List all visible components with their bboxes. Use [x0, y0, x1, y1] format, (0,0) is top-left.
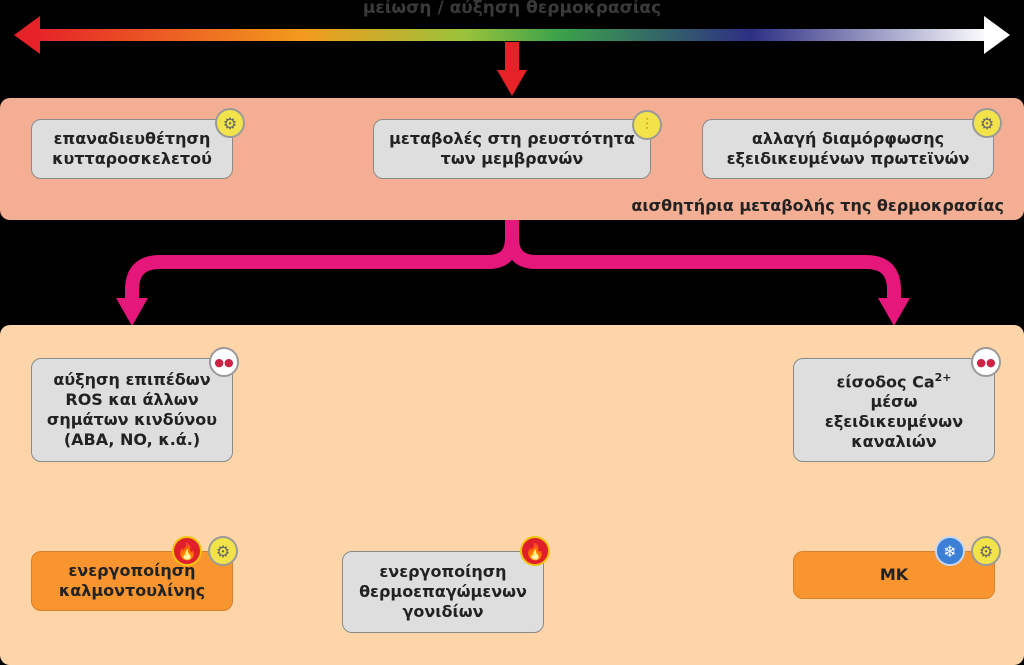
- arrowhead-right: [878, 298, 910, 326]
- fire-icon: 🔥: [520, 536, 550, 566]
- mk-box: ΜΚ: [793, 551, 995, 599]
- sensors-panel-label: αισθητήρια μεταβολής της θερμοκρασίας: [631, 196, 1004, 215]
- down-arrow-red: [497, 42, 527, 96]
- protein-conformation-box: αλλαγή διαμόρφωσης εξειδικευμένων πρωτεϊ…: [702, 119, 994, 179]
- calcium-rest: μέσω εξειδικευμένων καναλιών: [824, 392, 964, 452]
- molecules-icon: ●●: [209, 347, 239, 377]
- cytoskeleton-box: επαναδιευθέτηση κυτταροσκελετού: [31, 119, 233, 179]
- fire-icon: 🔥: [172, 536, 202, 566]
- arrowhead-left: [116, 298, 148, 326]
- gear-icon: ⚙: [208, 536, 238, 566]
- membrane-icon: ⫶: [632, 110, 662, 140]
- membrane-fluidity-box: μεταβολές στη ρευστότητα των μεμβρανών: [373, 119, 651, 179]
- diagram-title: μείωση / αύξηση θερμοκρασίας: [362, 0, 662, 18]
- calcium-entry-box: είσοδος Ca2+ μέσω εξειδικευμένων καναλιώ…: [793, 358, 995, 462]
- molecules-icon: ●●: [971, 347, 1001, 377]
- calcium-label: είσοδος Ca: [836, 372, 935, 392]
- calmodulin-box: ενεργοποίηση καλμοντουλίνης: [31, 551, 233, 611]
- calcium-charge: 2+: [934, 370, 952, 384]
- gear-icon: ⚙: [972, 108, 1002, 138]
- ros-signals-box: αύξηση επιπέδων ROS και άλλων σημάτων κι…: [31, 358, 233, 462]
- snowflake-icon: ❄: [935, 536, 965, 566]
- gear-icon: ⚙: [971, 536, 1001, 566]
- temperature-scale-arrow: [14, 16, 1010, 54]
- gear-icon: ⚙: [215, 108, 245, 138]
- heat-genes-box: ενεργοποίηση θερμοεπαγώμενων γονιδίων: [342, 551, 544, 633]
- split-connector: [125, 220, 901, 300]
